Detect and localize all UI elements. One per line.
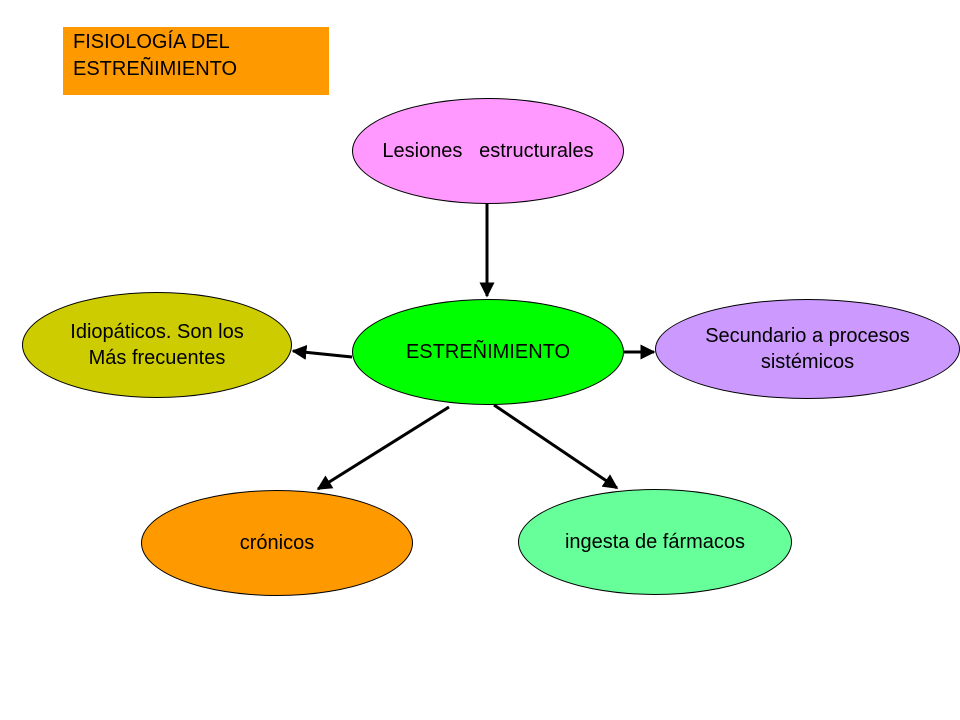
diagram-title: FISIOLOGÍA DEL ESTREÑIMIENTO <box>63 27 329 95</box>
node-idiopaticos-line-2: Más frecuentes <box>88 347 226 369</box>
arrow-center-to-bottom-left <box>316 405 450 491</box>
node-secundario-sistemicos: Secundario a procesos sistémicos <box>655 299 960 399</box>
node-cronicos-label: crónicos <box>239 532 315 554</box>
title-line-2: ESTREÑIMIENTO <box>73 58 238 80</box>
node-lesiones-estructurales: Lesiones estructurales <box>352 98 624 204</box>
node-idiopaticos: Idiopáticos. Son los Más frecuentes <box>22 292 292 398</box>
node-idiopaticos-line-1: Idiopáticos. Son los <box>70 321 244 343</box>
node-ingesta-farmacos: ingesta de fármacos <box>518 489 792 595</box>
node-estrenimiento-center: ESTREÑIMIENTO <box>352 299 624 405</box>
node-secundario-line-1: Secundario a procesos <box>705 325 910 347</box>
arrow-center-to-bottom-right <box>493 403 619 490</box>
arrow-center-to-left <box>291 344 353 360</box>
node-ingesta-label: ingesta de fármacos <box>564 531 746 553</box>
node-secundario-line-2: sistémicos <box>760 351 855 373</box>
node-lesiones-label: Lesiones estructurales <box>382 140 594 162</box>
node-center-label: ESTREÑIMIENTO <box>405 341 571 363</box>
node-cronicos: crónicos <box>141 490 413 596</box>
title-line-1: FISIOLOGÍA DEL <box>73 31 230 53</box>
